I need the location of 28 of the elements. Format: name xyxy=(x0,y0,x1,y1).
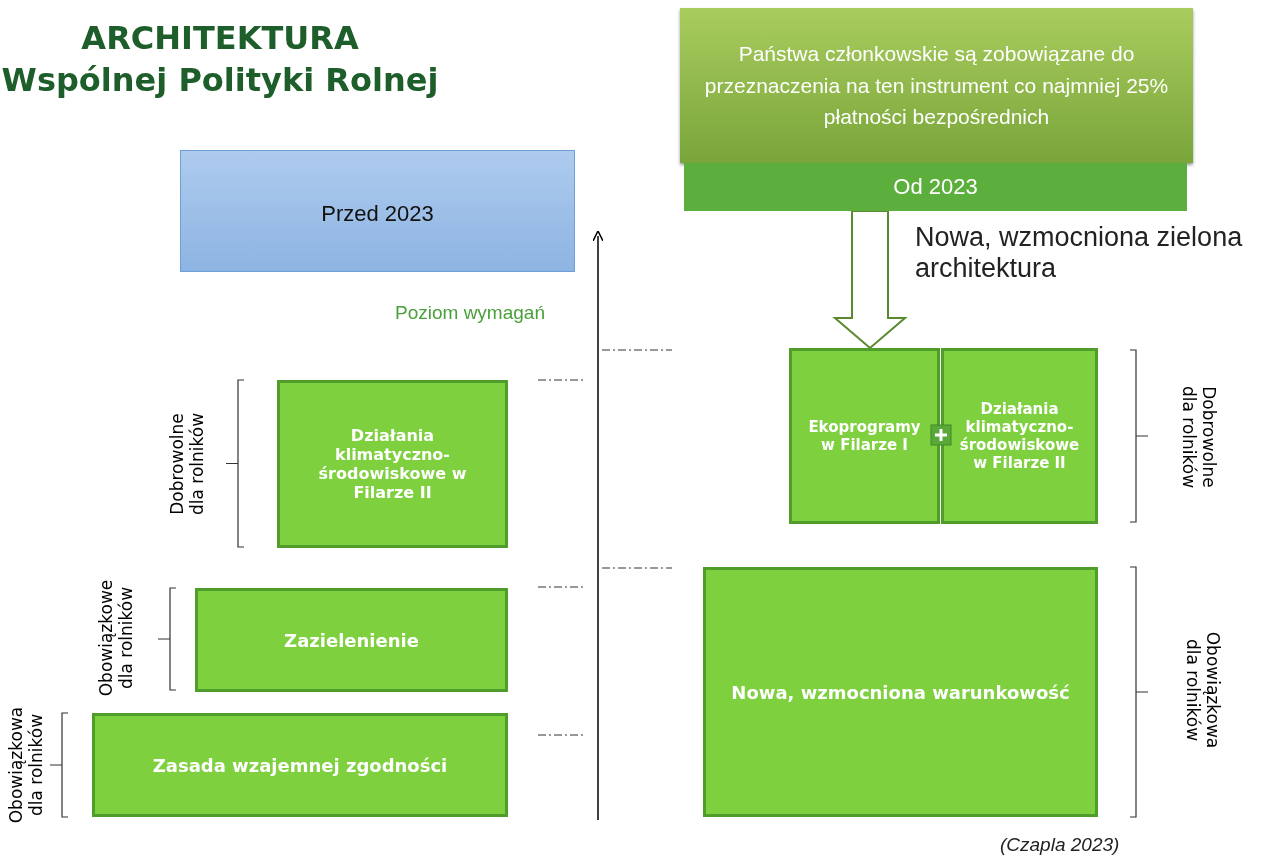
bracket-label: Dobrowolne dla rolników xyxy=(168,411,208,518)
box-text: Przed 2023 xyxy=(321,201,434,227)
bracket-label: Obowiązkowe dla rolników xyxy=(96,578,136,699)
bracket-label: Dobrowolne dla rolników xyxy=(1178,384,1218,491)
measure-box xyxy=(92,713,508,817)
block-arrow xyxy=(832,210,908,350)
section-heading: Nowa, wzmocniona zielona architektura xyxy=(915,222,1244,284)
measure-box xyxy=(789,348,940,524)
period-box xyxy=(180,150,575,272)
box-text: Działania klimatyczno-środowiskowe w Filarze II xyxy=(317,426,468,502)
box-text: Nowa, wzmocniona warunkowość xyxy=(731,681,1070,703)
measure-box xyxy=(703,567,1098,817)
bracket-label: Obowiązkowa dla rolników xyxy=(6,705,46,826)
box-text: Zazielenienie xyxy=(284,629,419,651)
measure-box xyxy=(277,380,508,548)
measure-box xyxy=(195,588,508,692)
axis-label: Poziom wymagań xyxy=(395,302,546,324)
title-text: ARCHITEKTURA Wspólnej Polityki Rolnej xyxy=(0,18,440,101)
measure-box xyxy=(941,348,1098,524)
source-caption: (Czapla 2023) xyxy=(1000,834,1120,856)
box-text: Państwa członkowskie są zobowiązane do przeznaczenia na ten instrument co najmniej 25% płatności bezpośrednich xyxy=(703,41,1170,131)
info-box xyxy=(680,8,1193,163)
box-text: Ekoprogramy w Filarze I xyxy=(807,418,922,454)
box-text: Od 2023 xyxy=(893,174,978,200)
period-bar xyxy=(684,163,1187,211)
box-text: Zasada wzajemnej zgodności xyxy=(152,754,448,776)
bracket-label: Obowiązkowa dla rolników xyxy=(1182,630,1222,751)
box-text: Działania klimatyczno-środowiskowe w Filarze II xyxy=(958,400,1081,472)
